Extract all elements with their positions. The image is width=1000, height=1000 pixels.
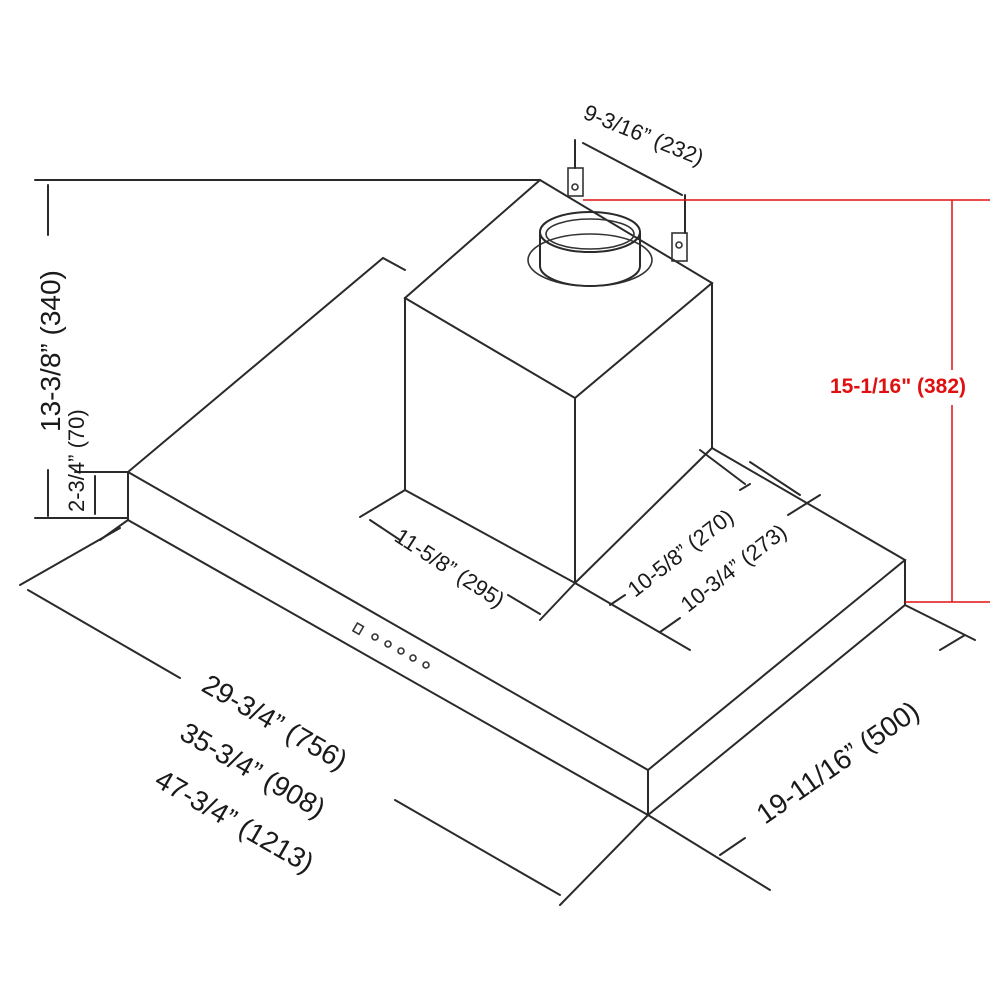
- control-button-icon: [422, 661, 430, 669]
- depth-label: 19-11/16” (500): [751, 695, 925, 830]
- canopy-height-label: 2-3/4” (70): [64, 409, 89, 512]
- mounting-bracket: [567, 167, 584, 197]
- duct-spacing-label: 9-3/16” (232): [580, 99, 707, 170]
- total-height-label: 13-3/8” (340): [35, 270, 66, 432]
- dimension-lines: [19, 139, 990, 906]
- mounting-bracket: [671, 232, 688, 262]
- control-button-icon: [384, 640, 392, 648]
- duct-collar: [527, 167, 688, 287]
- control-button-icon: [409, 654, 417, 662]
- power-button-icon: [351, 621, 365, 636]
- chimney: [403, 178, 714, 585]
- chimney-height-label: 15-1/16" (382): [830, 375, 966, 398]
- dimension-labels: 13-3/8” (340) 2-3/4” (70) 9-3/16” (232) …: [35, 99, 966, 878]
- control-panel: [351, 621, 430, 669]
- control-button-icon: [371, 633, 379, 641]
- control-button-icon: [397, 647, 405, 655]
